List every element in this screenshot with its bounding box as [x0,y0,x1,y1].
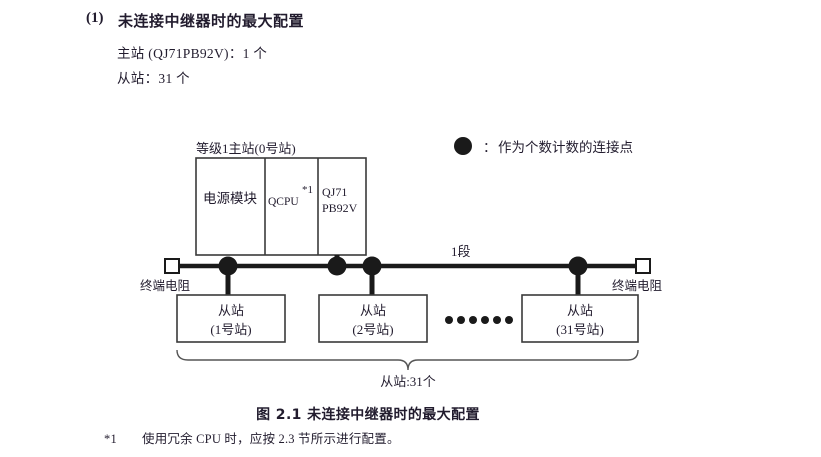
heading-number: (1) [86,10,104,26]
slave-2-station: (2号站) [352,322,393,337]
slave-1-title: 从站 [218,303,244,318]
legend-label: 作为个数计数的连接点 [498,139,633,155]
qcpu-label: QCPU [268,196,299,208]
slave-1-station: (1号站) [210,322,251,337]
master-station-label: 等级1主站(0号站) [196,141,296,156]
footnote: *1 使用冗余 CPU 时，应按 2.3 节所示进行配置。 [104,428,400,447]
connection-dot-2 [327,256,347,276]
slave-3-title: 从站 [567,303,593,318]
connection-dot-4 [568,256,588,276]
terminator-left-icon [164,258,180,274]
terminator-right-label: 终端电阻 [612,278,663,293]
qj71pb92v-label-line1: QJ71 [322,185,347,199]
footnote-text: 使用冗余 CPU 时，应按 2.3 节所示进行配置。 [142,432,400,446]
spec-slave-count: 从站：31 个 [117,71,190,86]
legend-dot-icon [454,137,472,155]
slave-station-box-2 [318,294,428,343]
terminator-left-label: 终端电阻 [140,278,191,293]
page-title: 未连接中继器时的最大配置 [118,12,305,30]
spec-master-count: 主站 (QJ71PB92V)：1 个 [117,46,268,61]
power-module-label: 电源模块 [203,191,257,206]
legend-separator: ： [483,140,497,155]
figure-caption: 图 2.1 未连接中继器时的最大配置 [256,407,480,423]
segment-label: 1段 [451,244,471,259]
terminator-right-icon [635,258,651,274]
slaves-brace [176,349,639,371]
slave-station-box-1 [176,294,286,343]
qj71pb92v-label-line2: PB92V [322,201,358,215]
connection-dot-1 [218,256,238,276]
connection-dot-3 [362,256,382,276]
slave-2-title: 从站 [360,303,386,318]
slave-station-box-3 [521,294,639,343]
master-station-block [195,157,367,256]
footnote-marker: *1 [104,432,117,446]
slaves-total-label: 从站:31个 [380,374,436,389]
slave-ellipsis [445,316,513,324]
qcpu-footnote-marker: *1 [302,184,313,196]
slave-3-station: (31号站) [556,322,604,337]
